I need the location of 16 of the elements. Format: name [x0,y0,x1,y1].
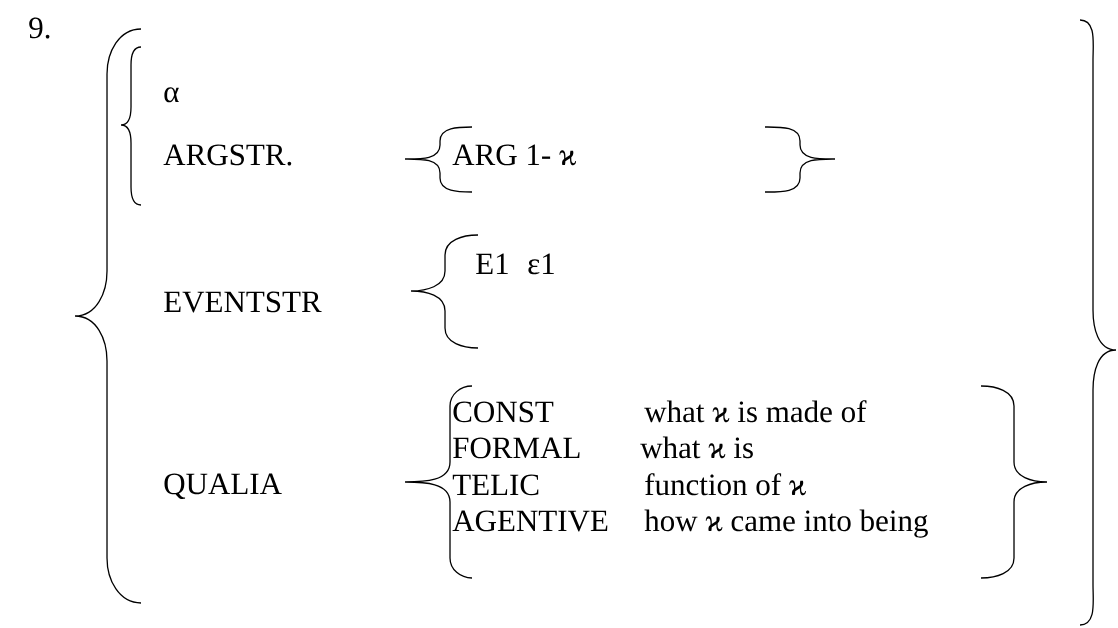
feature-name: CONST [453,401,554,423]
feature-value: E1 [476,253,508,274]
feature-value: function of ϰ [645,473,806,496]
feature-value: ε1 [528,253,554,275]
symbol: α [164,87,179,103]
item-number: 9. [29,17,50,39]
feature-name: ARGSTR. [163,144,292,166]
feature-name: QUALIA [164,473,282,499]
feature-name: AGENTIVE [452,510,608,532]
feature-name: FORMAL [453,437,580,459]
feature-value: what ϰ is made of [644,400,867,423]
feature-name: EVENTSTR [164,291,322,313]
feature-value: ARG 1- ϰ [452,144,577,166]
feature-value: how ϰ came into being [644,509,928,538]
feature-value: what ϰ is [640,436,753,459]
feature-name: TELIC [452,474,539,496]
